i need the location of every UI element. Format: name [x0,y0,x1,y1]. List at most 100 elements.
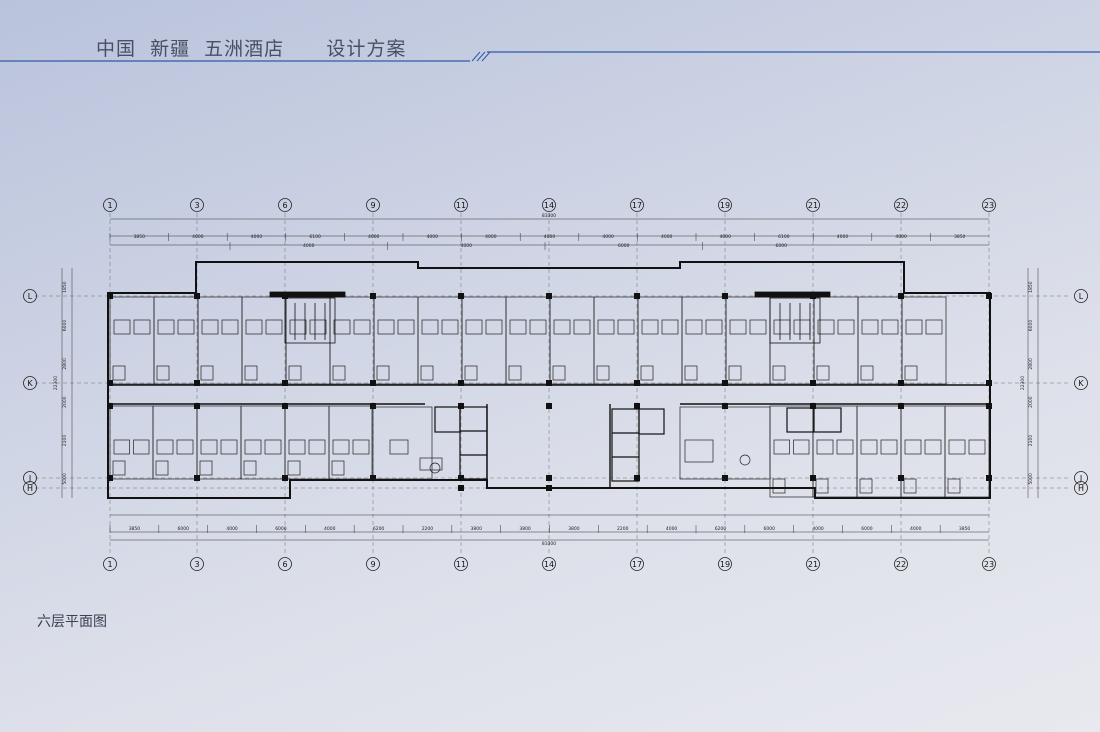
top-dim: 4000 [192,234,204,240]
guest-room [109,405,154,480]
bathroom [552,365,566,381]
side-dim: 2100 [1028,435,1034,447]
top-dim: 3850 [954,234,966,240]
stair-core-west [269,291,346,344]
column [810,403,816,409]
guest-room [549,296,595,385]
top-sub-dim: 4000 [303,243,315,249]
column [898,293,904,299]
bathroom [772,365,786,381]
axis-top-23-label: 23 [984,201,994,210]
column [722,403,728,409]
bathroom [200,365,214,381]
column [458,475,464,481]
bed [245,319,263,335]
total-dim-bottom: 83300 [542,541,556,547]
axis-bottom-11-circle [454,557,468,571]
side-total: 22300 [53,376,59,390]
top-dim: 4000 [251,234,263,240]
bed [641,319,659,335]
column [194,293,200,299]
bed [333,319,351,335]
axis-top-21-circle [806,198,820,212]
axis-bottom-14-circle [542,557,556,571]
bed [133,319,151,335]
axis-top-19-label: 19 [720,201,730,210]
bed [265,319,283,335]
bed [968,439,986,455]
side-dim: 2800 [1028,358,1034,370]
axis-bottom-9-circle [366,557,380,571]
row-left-J-circle [23,471,37,485]
axis-bottom-21-circle [806,557,820,571]
bed [353,319,371,335]
bed [200,439,218,455]
bed [817,319,835,335]
bed [529,319,547,335]
top-sub-dim: 4000 [461,243,473,249]
axis-bottom-3-label: 3 [194,560,199,569]
column [986,293,992,299]
bed [749,319,767,335]
row-left-K-circle [23,376,37,390]
axis-top-1-label: 1 [107,201,112,210]
row-left-L-circle [23,289,37,303]
axis-top-11-label: 11 [456,201,466,210]
guest-room [241,296,287,385]
side-dim: 2100 [62,435,68,447]
guest-room [109,296,155,385]
column [107,403,113,409]
row-right-H-label: H [1078,484,1084,493]
bottom-dim: 3800 [519,526,531,532]
bed [925,319,943,335]
bottom-dim: 6200 [373,526,385,532]
column [282,380,288,386]
bed [861,319,879,335]
axis-bottom-23-circle [982,557,996,571]
bed [332,439,350,455]
bathroom [903,478,917,494]
axis-bottom-6-label: 6 [282,560,287,569]
guest-room [813,296,859,385]
bathroom [684,365,698,381]
bathroom [464,365,478,381]
side-dim: 2000 [1028,396,1034,408]
bed [264,439,282,455]
bed [465,319,483,335]
bed [924,439,942,455]
guest-room [681,296,727,385]
bed [553,319,571,335]
bottom-dim: 2200 [617,526,629,532]
column [370,403,376,409]
bottom-dim: 3850 [129,526,141,532]
side-dim: 2800 [62,358,68,370]
bed [597,319,615,335]
guest-room [197,296,243,385]
row-right-L-label: L [1079,292,1084,301]
axis-top-21-label: 21 [808,201,818,210]
axis-top-17-circle [630,198,644,212]
row-right-J-circle [1074,471,1088,485]
bathroom [332,365,346,381]
axis-top-9-label: 9 [370,201,375,210]
bottom-dim: 6000 [275,526,287,532]
axis-top-22-label: 22 [896,201,906,210]
guest-room [769,296,815,385]
row-right-K-circle [1074,376,1088,390]
bed [421,319,439,335]
axis-bottom-17-circle [630,557,644,571]
column [546,485,552,491]
bathroom [860,365,874,381]
guest-room [153,296,199,385]
bottom-dim: 6000 [178,526,190,532]
bed [729,319,747,335]
bed [836,439,854,455]
bed [288,439,306,455]
axis-top-14-circle [542,198,556,212]
row-right-J-label: J [1079,474,1082,483]
top-dim: 4000 [485,234,497,240]
drawing-caption: 六层平面图 [37,614,107,630]
column [546,475,552,481]
